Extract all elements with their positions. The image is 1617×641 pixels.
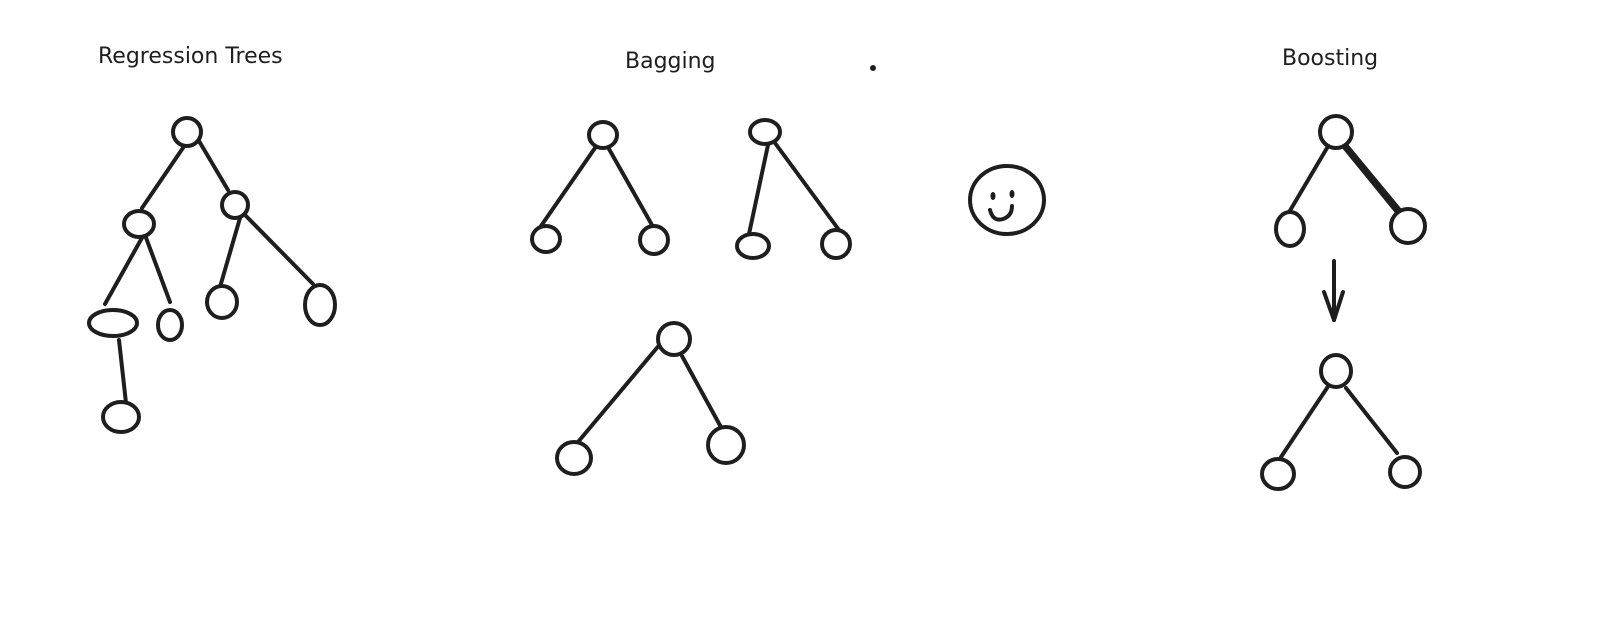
tree-node (1318, 114, 1354, 150)
tree-edge (1344, 386, 1399, 455)
arrow-head-right (1332, 290, 1345, 322)
tree-edge (218, 216, 242, 289)
bagging-tree-1 (530, 120, 670, 256)
tree-edge (197, 139, 230, 192)
smiley-face-icon (968, 164, 1046, 236)
tree-node (530, 224, 562, 254)
tree-node (656, 321, 692, 357)
boosting-tree-2 (1260, 353, 1422, 491)
tree-node (1274, 210, 1306, 248)
tree-edge (140, 140, 189, 210)
boosting-title: Boosting (1282, 46, 1378, 71)
tree-node (1389, 207, 1427, 245)
bagging-title: Bagging (625, 49, 716, 74)
tree-edge (1279, 383, 1331, 459)
tree-node (303, 283, 337, 327)
bagging-tree-2 (735, 118, 852, 260)
tree-edge (773, 141, 841, 232)
tree-node (87, 308, 139, 338)
tree-node (1388, 455, 1422, 489)
tree-edge (143, 233, 172, 304)
tree-node (748, 118, 782, 146)
tree-node (555, 440, 593, 476)
tree-edge (680, 354, 724, 431)
tree-node (587, 120, 619, 150)
right-eye (1009, 190, 1015, 198)
tree-edge (747, 143, 770, 236)
tree-node (156, 308, 184, 342)
tree-edge (576, 341, 663, 444)
tree-node (101, 400, 141, 434)
tree-edge (607, 147, 654, 227)
dot-icon (870, 65, 876, 71)
tree-node (205, 284, 239, 320)
tree-edge (117, 338, 128, 405)
regression-tree (87, 116, 337, 434)
tree-edge (243, 213, 315, 286)
tree-node (638, 224, 670, 256)
tree-node (735, 232, 771, 260)
tree-edge (1341, 144, 1398, 213)
regression-trees-title: Regression Trees (98, 44, 283, 69)
arrow-head-left (1322, 290, 1336, 322)
arrow-down-icon (1322, 259, 1345, 322)
tree-node (820, 228, 852, 260)
tree-node (1319, 353, 1353, 389)
tree-node (220, 190, 250, 220)
left-eye (990, 192, 996, 200)
boosting-tree-1 (1274, 114, 1427, 248)
tree-edge (1286, 146, 1329, 216)
tree-node (706, 425, 746, 465)
tree-edge (1345, 144, 1401, 211)
tree-edge (539, 146, 597, 228)
tree-edge (103, 234, 145, 306)
tree-node (1260, 457, 1296, 491)
tree-node (122, 209, 156, 239)
bagging-tree-3 (555, 321, 746, 476)
tree-node (171, 116, 203, 148)
smile (988, 204, 1014, 222)
face-outline (968, 164, 1046, 236)
